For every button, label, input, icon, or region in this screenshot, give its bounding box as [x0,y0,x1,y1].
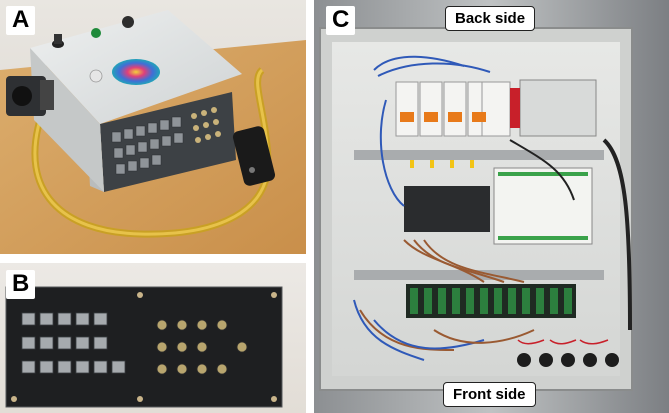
panel-c-label: C [326,6,356,35]
panel-b-photo [0,263,306,413]
back-side-label: Back side [445,6,536,31]
panel-b-label: B [6,270,36,299]
front-side-label: Front side [443,382,536,407]
panel-c-photo [314,0,669,413]
panel-a-label: A [6,6,36,35]
panel-a-photo [0,0,306,254]
